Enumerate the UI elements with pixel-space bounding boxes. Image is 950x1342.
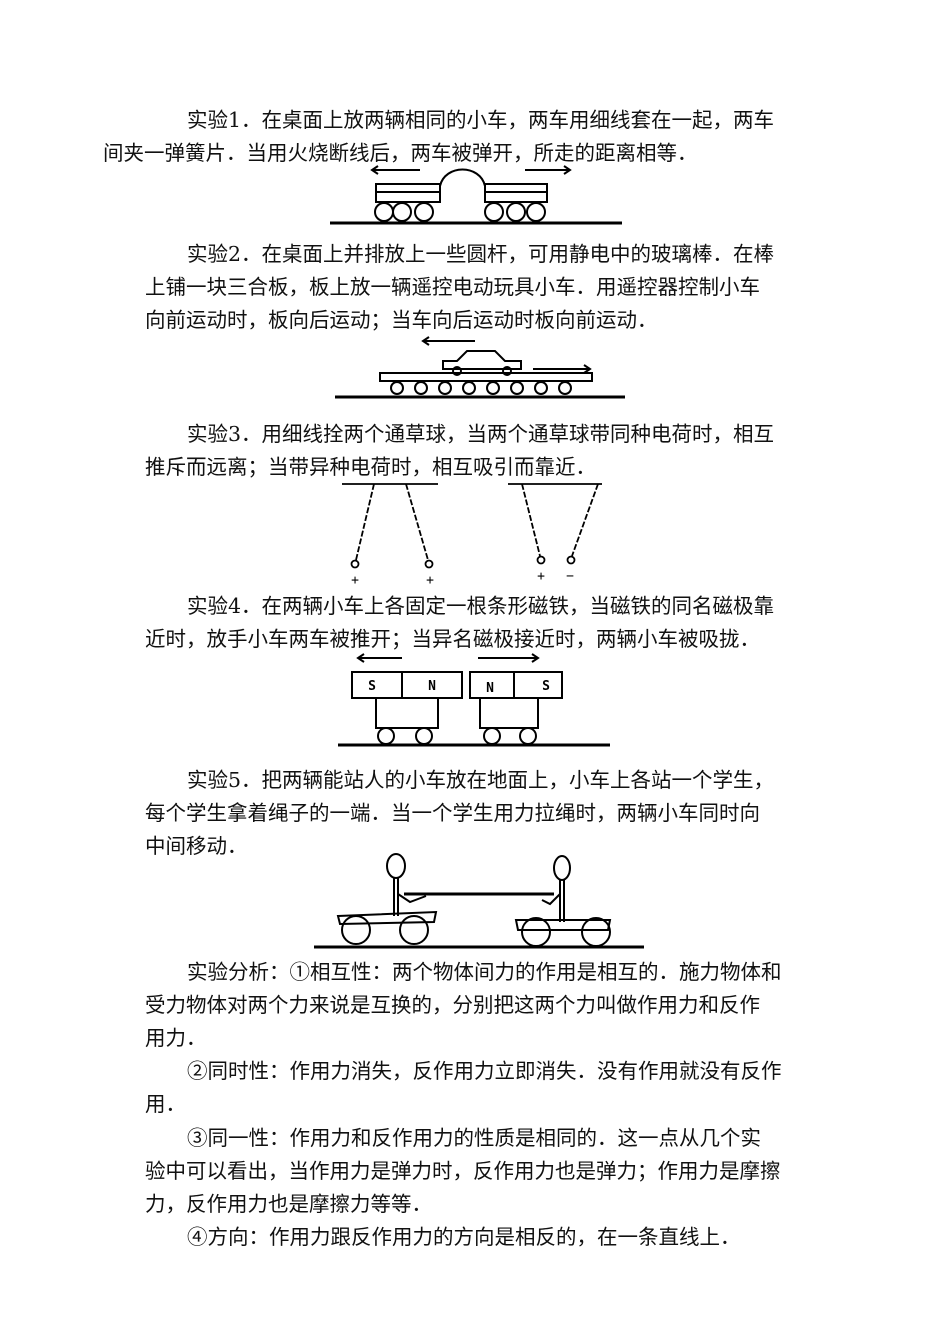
roller — [462, 381, 476, 395]
roller — [414, 381, 428, 395]
wheel — [414, 202, 434, 222]
charge-label: + — [537, 569, 545, 584]
wheel — [374, 202, 394, 222]
figure-pith-balls: + + + − — [342, 483, 602, 588]
wheel — [484, 202, 504, 222]
text-line: 推斥而远离；当带异种电荷时，相互吸引而靠近． — [145, 455, 596, 479]
magnet-pole-label: N — [486, 681, 494, 696]
charge-label: − — [566, 569, 574, 584]
text-line: 近时，放手小车两车被推开；当异名磁极接近时，两辆小车被吸拢． — [145, 627, 760, 651]
text-line: ②同时性：作用力消失，反作用力立即消失．没有作用就没有反作 — [187, 1059, 782, 1083]
analysis-paragraph-4: ④方向：作用力跟反作用力的方向是相反的，在一条直线上． — [145, 1221, 813, 1254]
analysis-paragraph-3: ③同一性：作用力和反作用力的性质是相同的．这一点从几个实 验中可以看出，当作用力… — [145, 1122, 813, 1221]
experiment-3-text: 实验3．用细线拴两个通草球，当两个通草球带同种电荷时，相互 推斥而远离；当带异种… — [145, 418, 813, 484]
text-line: 实验2．在桌面上并排放上一些圆杆，可用静电中的玻璃棒．在棒 — [187, 242, 775, 266]
wheel — [392, 202, 412, 222]
text-line: 向前运动时，板向后运动；当车向后运动时板向前运动． — [145, 308, 658, 332]
roller — [486, 381, 500, 395]
thread — [571, 483, 599, 557]
roller — [558, 381, 572, 395]
experiment-4-text: 实验4．在两辆小车上各固定一根条形磁铁，当磁铁的同名磁极靠 近时，放手小车两车被… — [145, 590, 813, 656]
left-arrow-head — [356, 653, 365, 663]
wheel — [399, 915, 429, 945]
right-arrow-head — [531, 653, 540, 663]
experiment-1-text: 实验1．在桌面上放两辆相同的小车，两车用细线套在一起，两车 间夹一弹簧片．当用火… — [103, 104, 813, 170]
figure-car-on-board — [335, 336, 625, 399]
text-line: 验中可以看出，当作用力是弹力时，反作用力也是弹力；作用力是摩擦 — [145, 1159, 781, 1183]
thread — [521, 483, 541, 557]
left-cart — [336, 910, 438, 926]
text-line: 中间移动． — [145, 834, 248, 858]
analysis-paragraph-1: 实验分析：①相互性：两个物体间力的作用是相互的．施力物体和 受力物体对两个力来说… — [145, 956, 813, 1055]
right-cart — [514, 919, 612, 931]
charge-label: + — [351, 573, 359, 588]
text-line: 用． — [145, 1092, 186, 1116]
student-head — [386, 853, 406, 879]
thread — [355, 483, 375, 561]
text-line: 每个学生拿着绳子的一端．当一个学生用力拉绳时，两辆小车同时向 — [145, 801, 760, 825]
wheel — [415, 727, 433, 745]
plywood-board — [379, 372, 593, 382]
pith-ball — [350, 559, 360, 569]
text-line: ④方向：作用力跟反作用力的方向是相反的，在一条直线上． — [187, 1225, 741, 1249]
wheel — [483, 727, 501, 745]
text-line: 受力物体对两个力来说是互换的，分别把这两个力叫做作用力和反作 — [145, 993, 760, 1017]
toy-car — [442, 350, 522, 370]
analysis-paragraph-2: ②同时性：作用力消失，反作用力立即消失．没有作用就没有反作 用． — [145, 1055, 813, 1121]
text-line: 力，反作用力也是摩擦力等等． — [145, 1192, 432, 1216]
magnet-pole-label: S — [368, 679, 376, 694]
student-arm — [397, 893, 427, 904]
roller — [390, 381, 404, 395]
student-arm — [541, 893, 561, 906]
right-cart — [479, 697, 539, 729]
text-line: 用力． — [145, 1026, 207, 1050]
experiment-5-text: 实验5．把两辆能站人的小车放在地面上，小车上各站一个学生， 每个学生拿着绳子的一… — [145, 764, 813, 863]
pith-ball — [566, 555, 576, 565]
student-head — [553, 855, 571, 881]
text-line: 实验分析：①相互性：两个物体间力的作用是相互的．施力物体和 — [187, 960, 782, 984]
left-cart — [375, 697, 439, 729]
experiment-2-text: 实验2．在桌面上并排放上一些圆杆，可用静电中的玻璃棒．在棒 上铺一块三合板，板上… — [145, 238, 813, 337]
roller — [510, 381, 524, 395]
roller — [534, 381, 548, 395]
text-line: 实验1．在桌面上放两辆相同的小车，两车用细线套在一起，两车 — [187, 108, 775, 132]
magnet-pole-label: S — [542, 679, 550, 694]
text-line: 上铺一块三合板，板上放一辆遥控电动玩具小车．用遥控器控制小车 — [145, 275, 760, 299]
wheel — [581, 917, 611, 947]
roller — [438, 381, 452, 395]
right-arrow-head — [563, 165, 572, 175]
spring-arc — [439, 168, 486, 187]
figure-spring-carts — [330, 165, 622, 225]
text-line: ③同一性：作用力和反作用力的性质是相同的．这一点从几个实 — [187, 1126, 761, 1150]
figure-students-rope — [314, 853, 644, 949]
board-arrow-head — [583, 364, 592, 374]
thread — [405, 483, 429, 561]
wheel — [341, 915, 371, 945]
wheel — [506, 202, 526, 222]
car-arrow-head — [421, 336, 430, 346]
magnet-pole-label: N — [428, 679, 436, 694]
charge-label: + — [426, 573, 434, 588]
pith-ball — [536, 555, 546, 565]
pith-ball — [424, 559, 434, 569]
wheel — [519, 727, 537, 745]
text-line: 实验3．用细线拴两个通草球，当两个通草球带同种电荷时，相互 — [187, 422, 775, 446]
text-line: 间夹一弹簧片．当用火烧断线后，两车被弹开，所走的距离相等． — [103, 141, 698, 165]
wheel — [377, 727, 395, 745]
wheel — [521, 917, 551, 947]
text-line: 实验4．在两辆小车上各固定一根条形磁铁，当磁铁的同名磁极靠 — [187, 594, 775, 618]
left-arrow-head — [370, 165, 379, 175]
wheel — [526, 202, 546, 222]
text-line: 实验5．把两辆能站人的小车放在地面上，小车上各站一个学生， — [187, 768, 775, 792]
figure-magnet-carts: S N N S — [338, 653, 610, 747]
